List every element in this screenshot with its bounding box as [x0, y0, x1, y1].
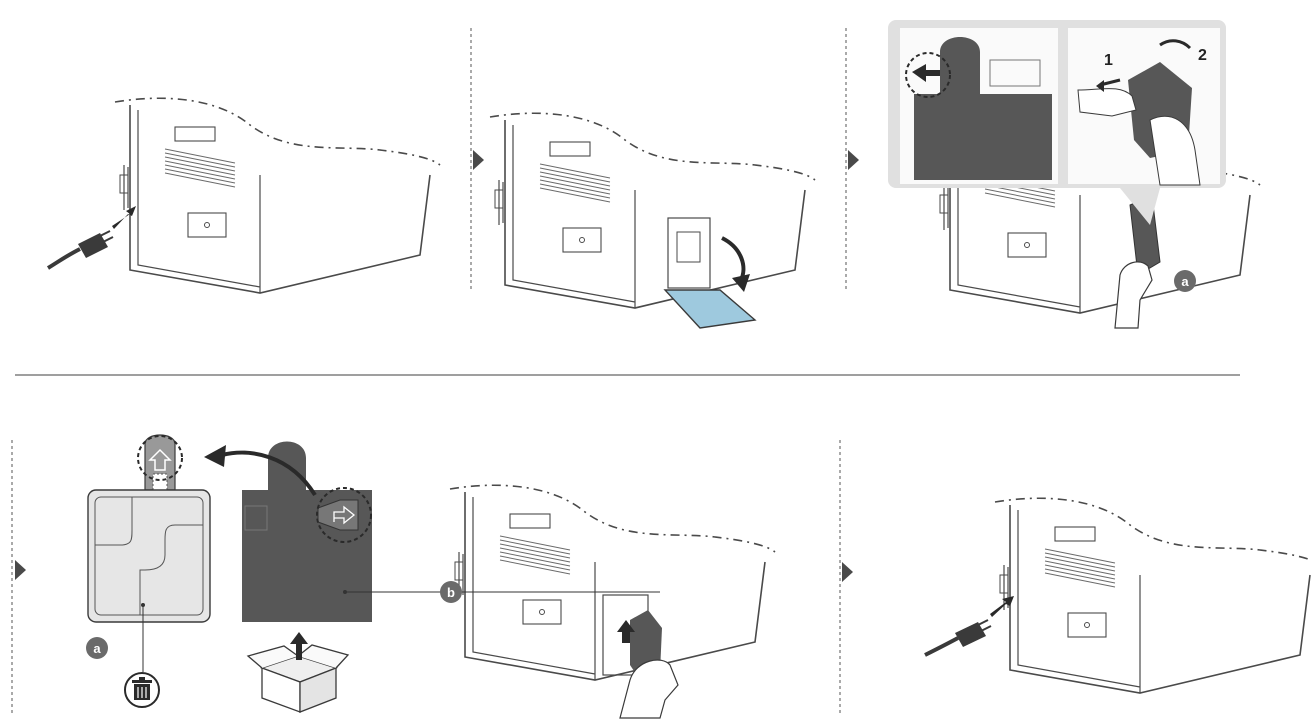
new-waste-container — [242, 441, 448, 622]
dashed-highlight — [905, 52, 951, 98]
svg-text:b: b — [447, 585, 455, 600]
panel-remove-container: 1 2 a — [888, 20, 1261, 329]
dashed-highlight — [137, 435, 183, 481]
step-arrows — [15, 150, 859, 582]
hand-icon — [619, 659, 679, 719]
old-waste-container — [87, 434, 211, 672]
dashed-highlight — [316, 487, 372, 543]
right-triangle-arrow — [842, 562, 853, 582]
panel-dispose-unpack: a b — [86, 434, 776, 719]
right-triangle-arrow — [473, 150, 484, 170]
panel-open-cover — [489, 112, 816, 329]
step-2-label: 2 — [1198, 47, 1207, 64]
trash-bin-icon — [124, 672, 160, 708]
new-box-icon — [246, 632, 350, 713]
right-triangle-arrow — [15, 560, 26, 580]
panel-unplug — [46, 97, 441, 294]
curved-arrow-icon — [221, 450, 317, 497]
side-cover-tray — [663, 289, 757, 329]
callout-b: b — [440, 581, 462, 603]
panel-plug-in — [924, 497, 1312, 694]
detail-inset: 1 2 — [888, 20, 1226, 225]
power-cord-icon — [46, 206, 136, 270]
power-cord-icon — [924, 596, 1014, 657]
svg-text:a: a — [1181, 274, 1189, 289]
right-triangle-arrow — [848, 150, 859, 170]
svg-text:a: a — [93, 641, 101, 656]
step-1-label: 1 — [1104, 52, 1113, 69]
push-arrow-icon — [617, 620, 635, 643]
callout-a-top: a — [1174, 270, 1196, 292]
hand-icon — [1114, 261, 1153, 329]
separators — [11, 28, 1240, 715]
callout-a-bottom: a — [86, 637, 108, 659]
curved-arrow-icon — [721, 236, 746, 283]
waste-container-slot — [667, 217, 711, 289]
